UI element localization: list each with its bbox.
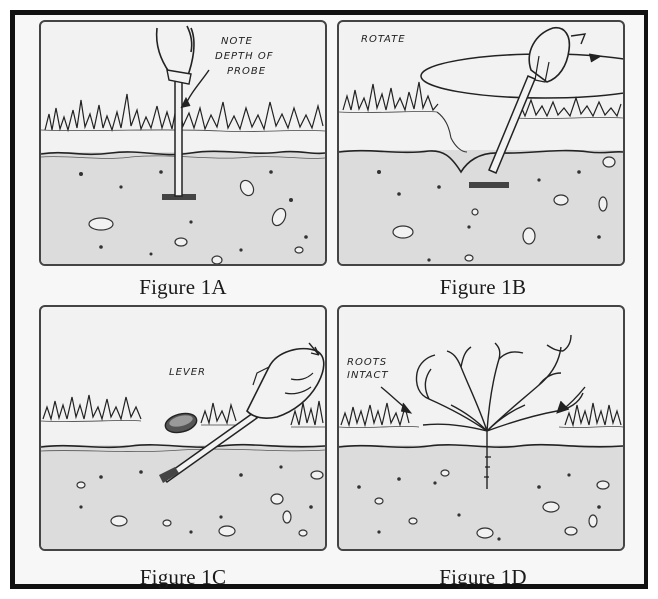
note-roots: ROOTS (347, 357, 387, 368)
caption-figure-1d: Figure 1D (333, 565, 633, 590)
illustration-roots-intact: ROOTS INTACT (339, 307, 623, 549)
note-rotate: ROTATE (361, 34, 406, 45)
note-line-2: DEPTH OF (215, 51, 273, 62)
panel-figure-1b: ROTATE (337, 20, 625, 266)
panel-figure-1c: LEVER (39, 305, 327, 551)
panel-figure-1d: ROOTS INTACT (337, 305, 625, 551)
panel-figure-1a: NOTE DEPTH OF PROBE (39, 20, 327, 266)
note-line-1: NOTE (221, 36, 253, 47)
caption-figure-1c: Figure 1C (33, 565, 333, 590)
figure-frame: NOTE DEPTH OF PROBE Figure 1A (10, 10, 648, 589)
illustration-lever-probe: LEVER (41, 307, 325, 549)
note-lever: LEVER (169, 367, 206, 378)
note-line-3: PROBE (227, 66, 266, 77)
caption-figure-1b: Figure 1B (333, 275, 633, 300)
note-intact: INTACT (347, 370, 389, 381)
illustration-probe-depth: NOTE DEPTH OF PROBE (41, 22, 325, 264)
caption-figure-1a: Figure 1A (33, 275, 333, 300)
illustration-rotate-probe: ROTATE (339, 22, 623, 264)
